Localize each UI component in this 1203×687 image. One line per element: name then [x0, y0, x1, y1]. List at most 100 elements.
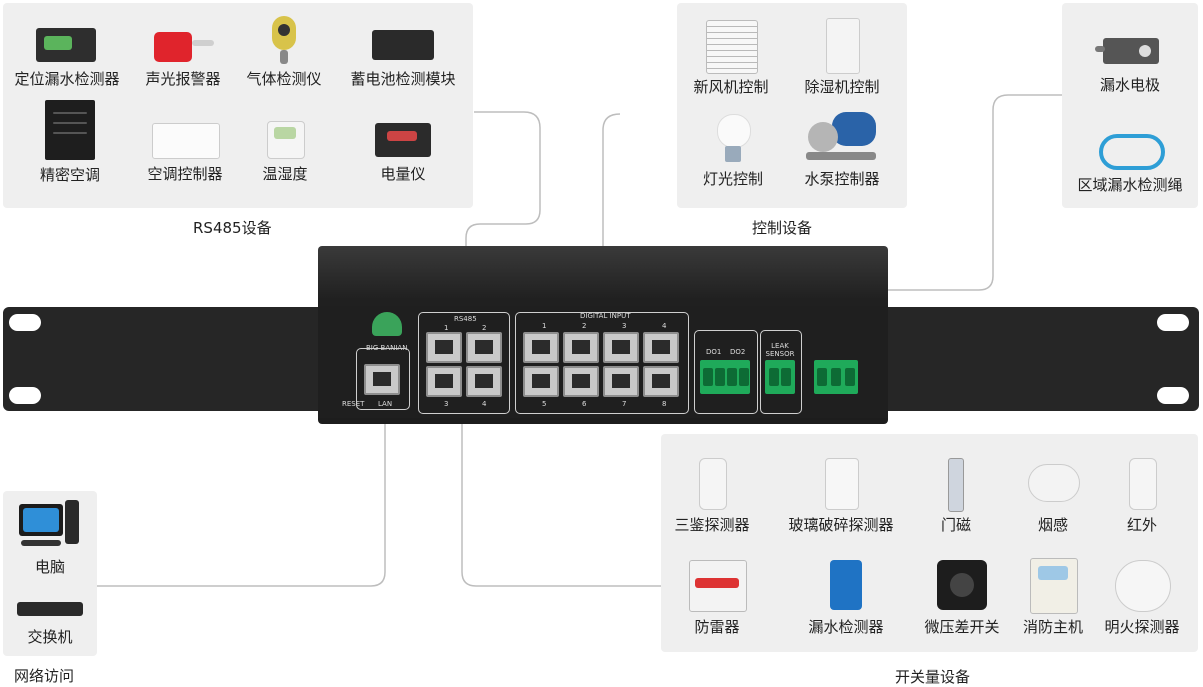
brand-logo-icon [372, 312, 402, 340]
device-label: 新风机控制 [693, 78, 769, 96]
port-number: 1 [444, 324, 449, 332]
smoke-detector-icon [1026, 454, 1080, 510]
digital-input-port-group [515, 312, 689, 414]
lan-label: LAN [378, 400, 393, 408]
leak-sensor-label: LEAK SENSOR [765, 342, 795, 358]
device-label: 电量仪 [380, 165, 426, 183]
rs485-port[interactable] [466, 332, 502, 363]
rs485-device: 空调控制器 [133, 115, 237, 184]
rs485-device: 精密空调 [20, 98, 120, 185]
rs485-device: 声光报警器 [133, 20, 233, 89]
device-label: 明火探测器 [1104, 618, 1180, 636]
rs485-port-group [418, 312, 510, 414]
reset-label: RESET [342, 400, 365, 408]
network-device: 电脑 [3, 496, 97, 577]
rs485-device: 温湿度 [249, 115, 321, 184]
switching-device: 三鉴探测器 [664, 454, 760, 535]
device-label: 电脑 [34, 558, 65, 576]
rs485-label: RS485 [454, 315, 477, 323]
leak-device: 区域漏水检测绳 [1066, 126, 1194, 195]
di-port[interactable] [563, 366, 599, 397]
device-label: 微压差开关 [924, 618, 1000, 636]
battery-monitor-icon [370, 20, 436, 64]
switching-device: 玻璃破碎探测器 [777, 454, 905, 535]
di-port[interactable] [603, 366, 639, 397]
rs485-device: 蓄电池检测模块 [337, 20, 469, 89]
fire-host-icon [1028, 556, 1078, 614]
network-device: 交换机 [3, 596, 97, 647]
port-number: 6 [582, 400, 587, 408]
device-label: 消防主机 [1022, 618, 1083, 636]
port-number: 3 [444, 400, 449, 408]
leak-rope-icon [1095, 126, 1165, 170]
switching-device: 红外 [1112, 454, 1172, 535]
power-meter-icon [373, 115, 433, 159]
device-label: 水泵控制器 [804, 170, 880, 188]
port-number: 2 [482, 324, 487, 332]
do-label: DO2 [730, 348, 746, 356]
device-label: 门磁 [940, 516, 971, 534]
switching-caption: 开关量设备 [895, 668, 971, 686]
control-device: 除湿机控制 [794, 16, 890, 97]
door-contact-icon [946, 454, 966, 512]
alarm-siren-icon [148, 20, 218, 64]
switching-device: 烟感 [1020, 454, 1086, 535]
thermometer-icon [263, 115, 307, 159]
device-label: 区域漏水检测绳 [1077, 176, 1183, 194]
dehumidifier-icon [822, 16, 862, 74]
di-port[interactable] [523, 332, 559, 363]
di-port[interactable] [643, 332, 679, 363]
leak-terminal-block[interactable] [765, 360, 795, 394]
switching-device: 防雷器 [672, 556, 762, 637]
switching-device-panel [661, 434, 1198, 652]
leak-device: 漏水电极 [1068, 30, 1192, 95]
device-label: 漏水电极 [1099, 76, 1160, 94]
ac-controller-icon [150, 115, 220, 159]
leak-device-panel [1062, 3, 1198, 208]
control-device: 灯光控制 [690, 114, 776, 189]
leak-sensor-terminal-group [760, 330, 802, 414]
do-terminal-block[interactable] [700, 360, 750, 394]
switching-device: 门磁 [926, 454, 986, 535]
device-label: 玻璃破碎探测器 [788, 516, 894, 534]
rs485-port[interactable] [426, 366, 462, 397]
port-number: 3 [622, 322, 627, 330]
device-label: 交换机 [27, 628, 73, 646]
rs485-device: 电量仪 [358, 115, 448, 184]
triple-detector-icon [697, 454, 727, 510]
network-switch-icon [17, 596, 83, 622]
di-port[interactable] [523, 366, 559, 397]
di-port[interactable] [643, 366, 679, 397]
device-label: 定位漏水检测器 [14, 70, 120, 88]
rs485-device: 气体检测仪 [236, 14, 332, 89]
switching-device: 消防主机 [1016, 556, 1090, 637]
surge-protector-icon [687, 556, 747, 612]
switching-device: 漏水检测器 [798, 556, 894, 637]
port-number: 5 [542, 400, 547, 408]
rs485-caption: RS485设备 [193, 219, 272, 237]
infrared-sensor-icon [1127, 454, 1157, 510]
port-number: 4 [662, 322, 667, 330]
power-terminal-block[interactable] [814, 360, 858, 394]
rs485-device: 定位漏水检测器 [3, 20, 131, 89]
rs485-port[interactable] [466, 366, 502, 397]
switching-device: 明火探测器 [1096, 556, 1188, 637]
device-label: 漏水检测器 [808, 618, 884, 636]
port-number: 4 [482, 400, 487, 408]
leak-electrode-icon [1095, 30, 1165, 70]
di-port[interactable] [563, 332, 599, 363]
lan-port[interactable] [364, 364, 400, 395]
rs485-port[interactable] [426, 332, 462, 363]
flame-detector-icon [1113, 556, 1171, 612]
device-label: 蓄电池检测模块 [350, 70, 456, 88]
device-label: 精密空调 [39, 166, 100, 184]
computer-icon [17, 496, 83, 552]
device-label: 气体检测仪 [246, 70, 322, 88]
device-label: 声光报警器 [145, 70, 221, 88]
device-label: 烟感 [1037, 516, 1068, 534]
do-terminal-group [694, 330, 758, 414]
di-port[interactable] [603, 332, 639, 363]
network-caption: 网络访问 [14, 667, 75, 685]
leak-detector-icon [824, 556, 868, 612]
control-caption: 控制设备 [752, 219, 813, 237]
